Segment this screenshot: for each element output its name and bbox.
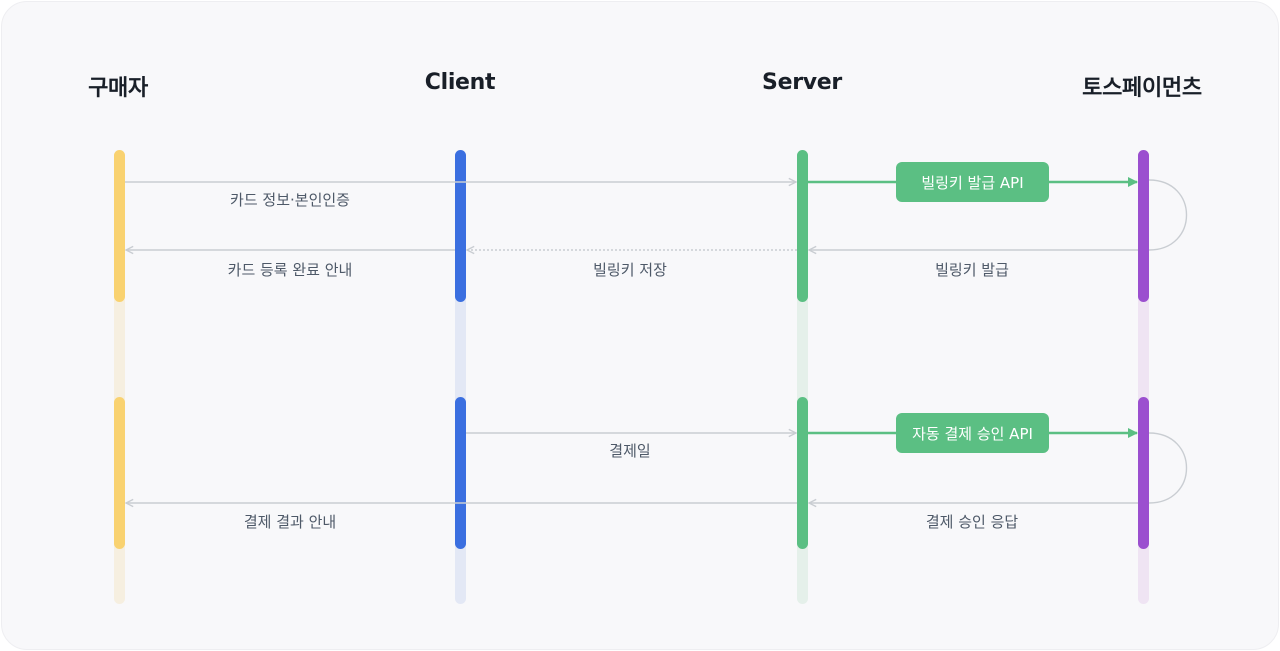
label-save-billing-key: 빌링키 저장: [593, 261, 667, 279]
label-billing-key-api: 빌링키 발급 API: [921, 174, 1023, 192]
actor-toss: 토스페이먼츠: [1082, 76, 1202, 101]
label-card-info: 카드 정보·본인인증: [230, 191, 350, 209]
toss-activation-2: [1138, 397, 1149, 549]
server-activation-2: [797, 397, 808, 549]
buyer-activation-1: [114, 150, 125, 302]
server-activation-1: [797, 150, 808, 302]
label-registration-notice: 카드 등록 완료 안내: [228, 261, 353, 279]
actor-client: Client: [424, 70, 496, 95]
toss-activation-1: [1138, 150, 1149, 302]
client-activation-1: [455, 150, 466, 302]
label-auto-payment-api: 자동 결제 승인 API: [912, 425, 1033, 443]
toss-self-loop-1: [1148, 179, 1188, 251]
label-payment-day: 결제일: [609, 442, 650, 460]
buyer-activation-2: [114, 397, 125, 549]
label-payment-result-notice: 결제 결과 안내: [244, 513, 336, 531]
billing-key-api-pill: [896, 162, 1049, 202]
label-billing-key-issued: 빌링키 발급: [935, 261, 1009, 279]
label-approval-response: 결제 승인 응답: [926, 513, 1019, 531]
actor-server: Server: [762, 70, 842, 95]
actor-buyer: 구매자: [88, 76, 148, 101]
toss-self-loop-2: [1148, 432, 1188, 504]
auto-payment-api-pill: [896, 413, 1049, 453]
client-activation-2: [455, 397, 466, 549]
